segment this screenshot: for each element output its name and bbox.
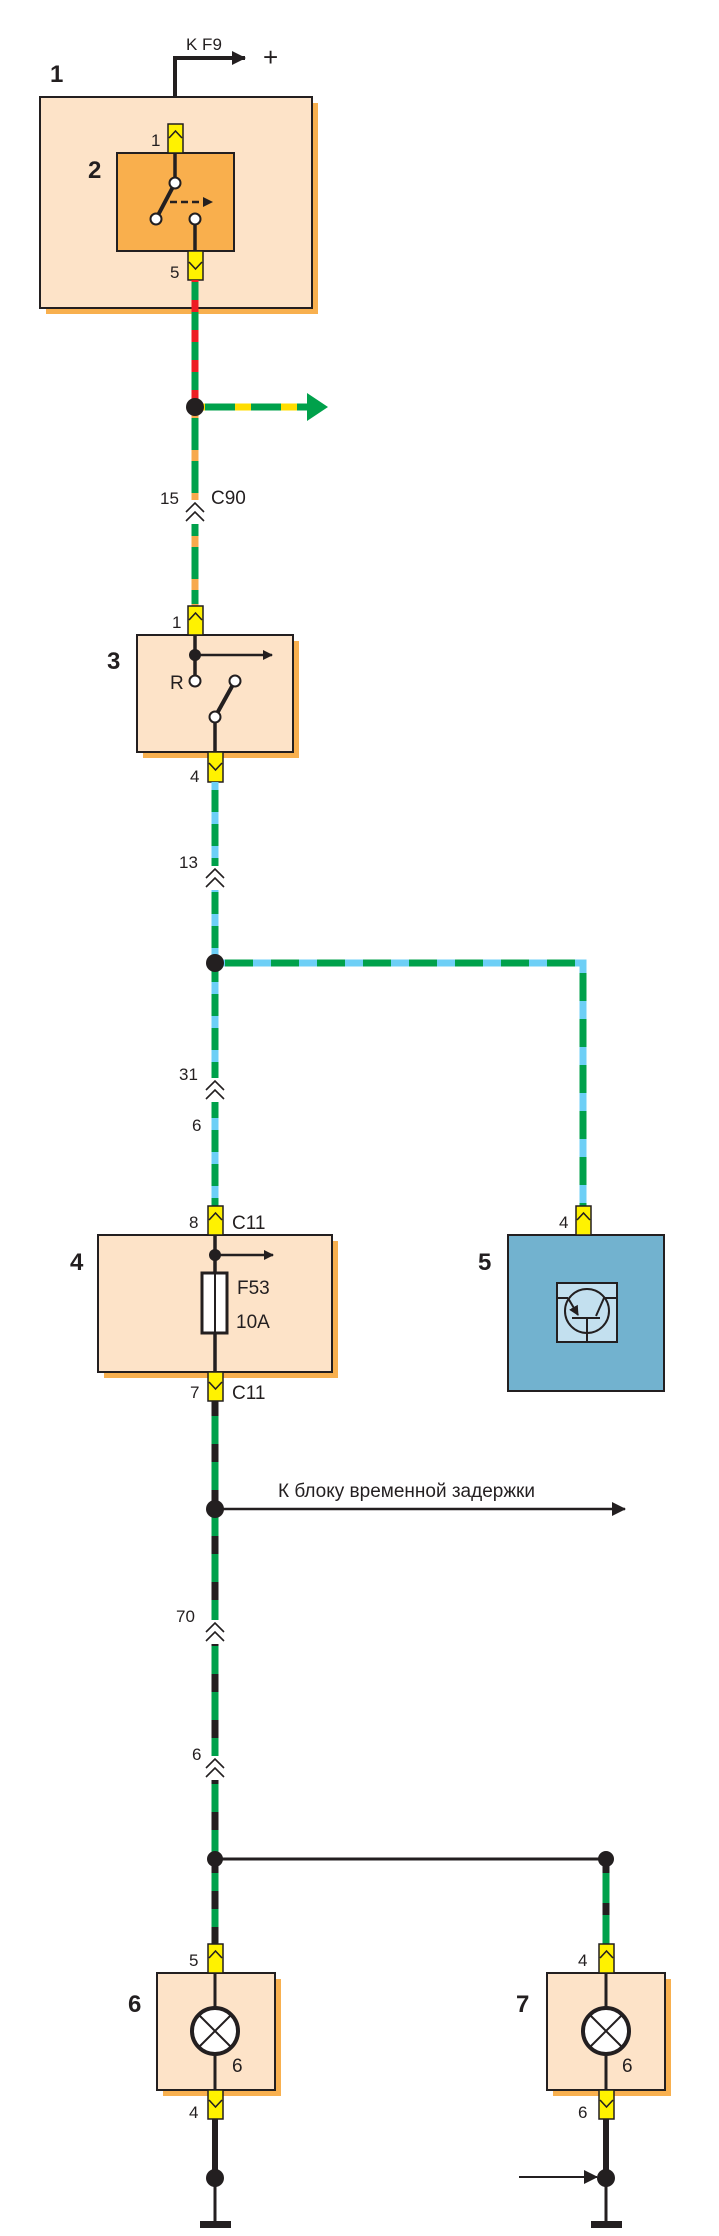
- pin-label: 4: [190, 767, 199, 786]
- component-2-label: 2: [88, 157, 101, 184]
- component-7-lamp: 7 6 4 6: [516, 1943, 671, 2122]
- wire-green-blue-branch: [215, 959, 587, 1206]
- inline-connector-c90: 15 C90: [160, 488, 246, 524]
- branch-label: К блоку временной задержки: [278, 1481, 535, 1502]
- component-1-label: 1: [50, 61, 63, 88]
- component-6-label: 6: [128, 1991, 141, 2018]
- junction-dot: [206, 1500, 224, 1518]
- supply-label: K F9: [186, 35, 222, 54]
- fuse-rating: 10A: [236, 1312, 270, 1333]
- connector-pin-4: 4: [559, 1205, 592, 1236]
- pin-label: 6: [192, 1116, 201, 1135]
- pin-label: 5: [189, 1951, 198, 1970]
- component-4-label: 4: [70, 1249, 84, 1276]
- component-4-fuse-box: 4 F53 10A 8 C11 7 C11: [70, 1205, 338, 1404]
- connector-pin-8: 8 C11: [189, 1205, 265, 1236]
- pin-label: 8: [189, 1213, 198, 1232]
- pin-label: 1: [151, 131, 160, 150]
- junction-dot: [207, 1851, 223, 1867]
- component-6-lamp: 6 6 5 4: [128, 1943, 281, 2122]
- inline-connector-70-6: 70 6: [176, 1607, 225, 1780]
- pin-label: 4: [189, 2103, 198, 2122]
- component-3-switch: 3 R 1 4: [107, 605, 299, 786]
- connector-pin-4: 4: [189, 2089, 224, 2122]
- junction-dot: [186, 398, 204, 416]
- pin-label: 4: [559, 1213, 568, 1232]
- inline-connector-31-6: 31 6: [179, 1065, 225, 1135]
- pin-label: 70: [176, 1607, 195, 1626]
- connector-name: C11: [232, 1383, 265, 1404]
- connector-pin-1: 1: [151, 123, 184, 154]
- lamp-label: 6: [232, 2056, 243, 2077]
- connector-name: C11: [232, 1213, 265, 1234]
- pin-label: 6: [192, 1745, 201, 1764]
- component-5-electronic-unit: 5 4: [478, 1205, 665, 1392]
- transistor-icon: [556, 1282, 618, 1343]
- connector-pin-6: 6: [578, 2089, 615, 2122]
- contact-label: R: [170, 673, 184, 694]
- component-1-module: 1 2 1 5: [39, 61, 318, 314]
- connector-pin-1: 1: [172, 605, 204, 636]
- branch-arrow-icon: [307, 393, 328, 421]
- switch-contact: [188, 212, 202, 226]
- component-3-label: 3: [107, 648, 120, 675]
- junction-dot: [206, 954, 224, 972]
- pin-label: 15: [160, 489, 179, 508]
- ground-icon: [519, 2119, 622, 2228]
- pin-label: 31: [179, 1065, 198, 1084]
- component-5-label: 5: [478, 1249, 491, 1276]
- pin-label: 6: [578, 2103, 587, 2122]
- connector-pin-4: 4: [578, 1943, 615, 1974]
- pin-label: 4: [578, 1951, 587, 1970]
- pin-label: 1: [172, 613, 181, 632]
- pin-label: 7: [190, 1383, 199, 1402]
- ground-icon: [200, 2119, 231, 2228]
- fuse-label: F53: [237, 1278, 270, 1299]
- junction-dot: [598, 1851, 614, 1867]
- switch-contact: [149, 212, 163, 226]
- connector-name: C90: [211, 488, 246, 509]
- lamp-icon: [190, 2006, 240, 2056]
- lamp-label: 6: [622, 2056, 633, 2077]
- pin-label: 13: [179, 853, 198, 872]
- lamp-icon: [581, 2006, 631, 2056]
- supply-polarity: +: [263, 42, 278, 72]
- component-7-label: 7: [516, 1991, 529, 2018]
- connector-pin-7: 7 C11: [190, 1371, 265, 1404]
- switch-contact: [168, 176, 182, 190]
- connector-pin-5: 5: [189, 1943, 224, 1974]
- pin-label: 5: [170, 263, 179, 282]
- inline-connector-13: 13: [179, 853, 225, 890]
